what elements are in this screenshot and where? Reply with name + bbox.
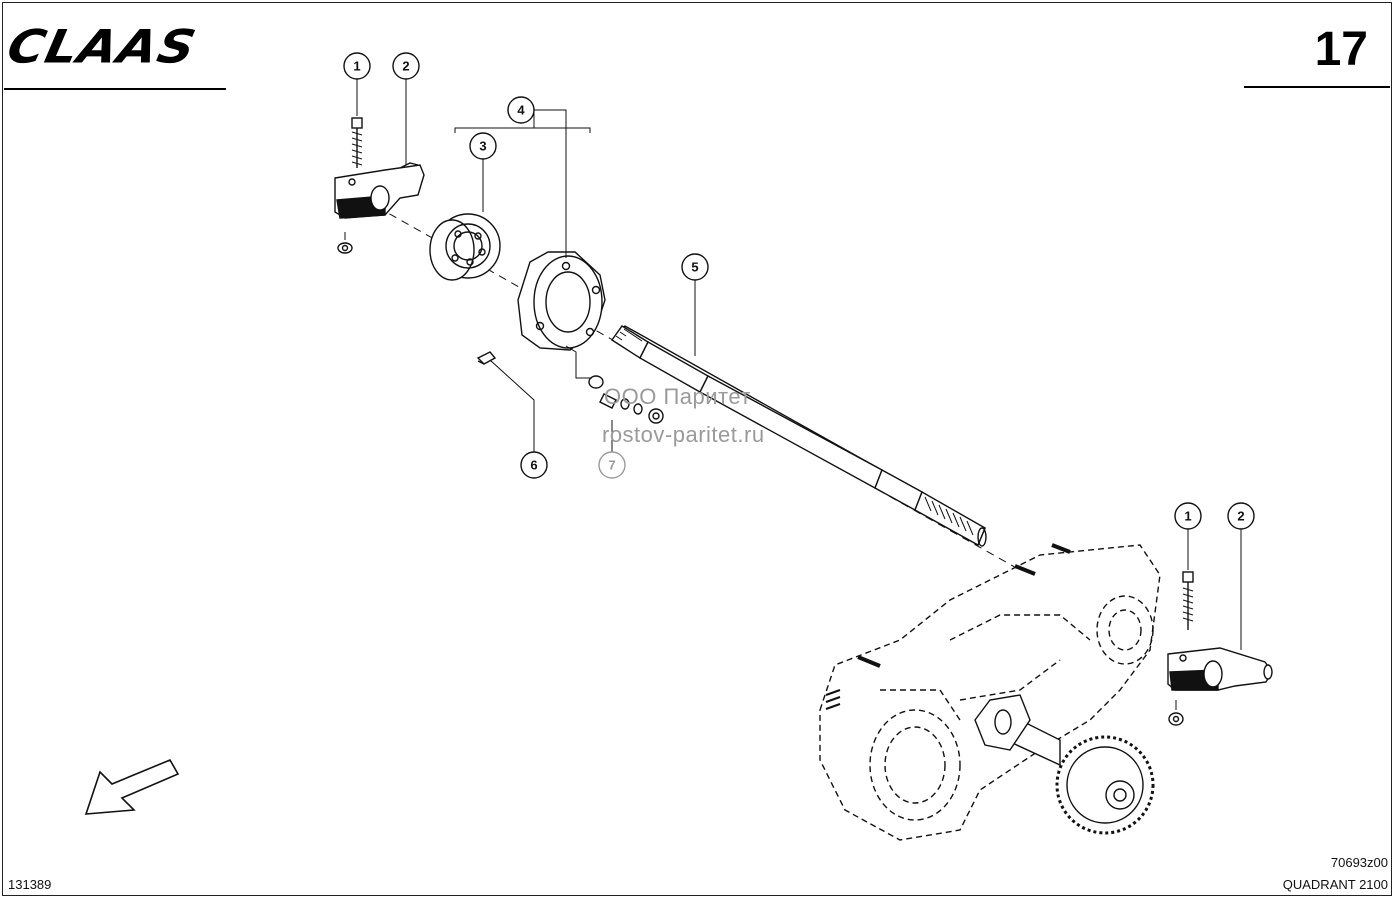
document-number: 131389 <box>8 877 52 892</box>
part-2-clamp-lever-lower <box>1167 647 1273 691</box>
callout-1-lower <box>1174 502 1202 530</box>
part-2-clamp-lever-upper <box>334 162 425 219</box>
callout-label-7: 7 <box>608 458 615 473</box>
logo-underline <box>4 88 226 90</box>
callout-label-5: 5 <box>691 260 698 275</box>
callout-label-3: 3 <box>479 139 486 154</box>
callout-label-2-upper: 2 <box>402 59 409 74</box>
callout-leaders <box>356 79 1242 650</box>
callout-label-1-upper: 1 <box>353 59 360 74</box>
part-6-grease-nipple <box>476 351 497 365</box>
arrow-down-left-icon <box>84 758 180 815</box>
callout-label-2-lower: 2 <box>1237 509 1244 524</box>
callout-7 <box>598 451 626 479</box>
part-7-plug-set <box>588 375 664 424</box>
callout-6 <box>520 451 548 479</box>
watermark-company: ООО Паритет <box>604 384 751 409</box>
callout-3 <box>469 132 497 160</box>
callout-label-4: 4 <box>517 103 525 118</box>
callout-label-6: 6 <box>530 458 537 473</box>
callout-4 <box>507 96 535 124</box>
callout-1-upper <box>343 52 371 80</box>
watermark-website: rostov-paritet.ru <box>602 422 765 447</box>
gearbox-studs <box>825 543 1071 710</box>
gearbox-gear-wheel <box>974 694 1155 835</box>
callout-2-upper <box>392 52 420 80</box>
page-number: 17 <box>1314 23 1368 76</box>
callout-5 <box>681 253 709 281</box>
gearbox-housing <box>819 544 1161 841</box>
drawing-code: 70693z00 <box>1330 855 1388 870</box>
part-3-bearing <box>429 213 501 281</box>
part-4-flange-housing <box>517 251 606 351</box>
part-5-splined-shaft <box>611 325 987 547</box>
callout-label-1-lower: 1 <box>1184 509 1191 524</box>
machine-model: QUADRANT 2100 <box>1282 877 1388 892</box>
page-number-underline <box>1244 86 1390 88</box>
part-1-bolt-upper <box>337 117 363 254</box>
callout-2-lower <box>1227 502 1255 530</box>
part-1-bolt-lower <box>1168 571 1194 726</box>
